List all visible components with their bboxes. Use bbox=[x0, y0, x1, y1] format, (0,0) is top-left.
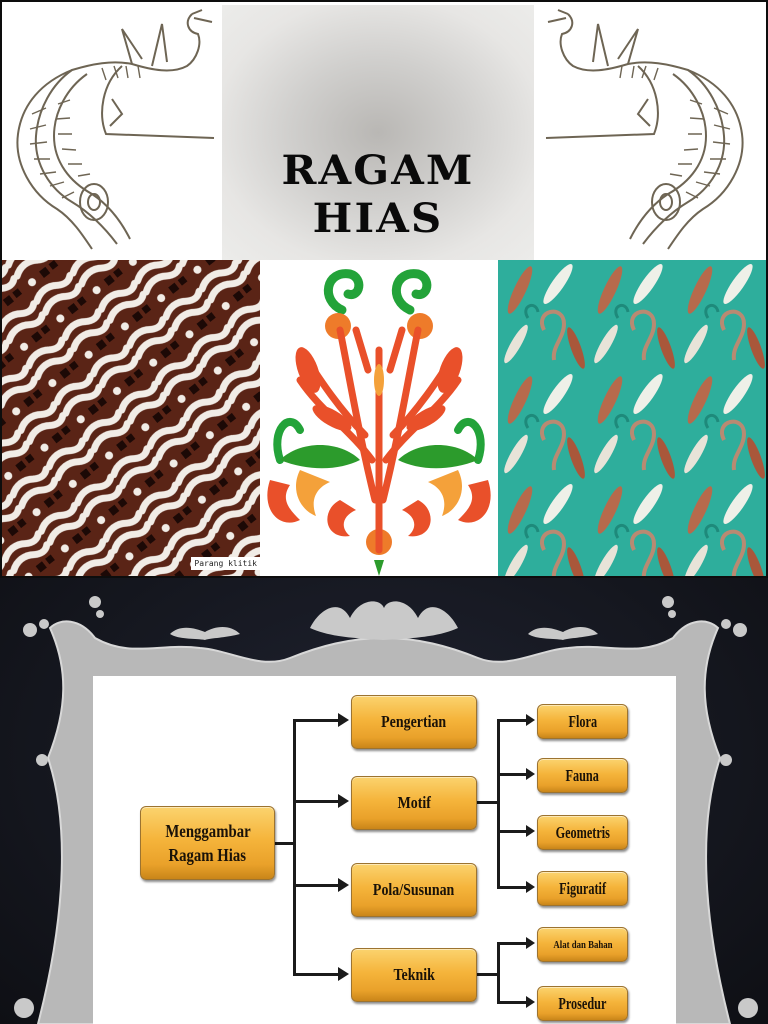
connector-line bbox=[273, 842, 295, 845]
arrow-right-icon bbox=[526, 937, 535, 949]
node-label: Ragam Hias bbox=[168, 845, 247, 865]
peacock-ornament-left-icon bbox=[16, 9, 215, 250]
connector-line bbox=[293, 973, 339, 976]
teal-feather-fabric-image bbox=[498, 260, 766, 576]
connector-line bbox=[497, 719, 500, 889]
node-fauna: Fauna bbox=[537, 758, 628, 793]
arrow-right-icon bbox=[526, 768, 535, 780]
arrow-right-icon bbox=[526, 714, 535, 726]
node-pola-susunan: Pola/Susunan bbox=[351, 863, 477, 917]
connector-line bbox=[474, 801, 498, 804]
node-label: Alat dan Bahan bbox=[552, 938, 613, 951]
connector-line bbox=[497, 942, 527, 945]
title-card: RAGAM HIAS bbox=[222, 5, 534, 260]
connector-line bbox=[497, 719, 527, 722]
connector-line bbox=[293, 800, 339, 803]
title-line-1: RAGAM bbox=[281, 147, 475, 194]
connector-line bbox=[497, 830, 527, 833]
node-label: Teknik bbox=[393, 965, 435, 984]
arrow-right-icon bbox=[338, 878, 349, 892]
node-label: Pola/Susunan bbox=[373, 880, 455, 899]
connector-line bbox=[497, 886, 527, 889]
node-label: Prosedur bbox=[558, 993, 607, 1013]
title-slide: RAGAM HIAS bbox=[0, 0, 768, 578]
arrow-right-icon bbox=[338, 713, 349, 727]
arrow-right-icon bbox=[526, 825, 535, 837]
connector-line bbox=[293, 719, 339, 722]
node-label: Fauna bbox=[565, 765, 600, 785]
arrow-right-icon bbox=[526, 996, 535, 1008]
connector-line bbox=[497, 942, 500, 1004]
node-alat-dan-bahan: Alat dan Bahan bbox=[537, 927, 628, 962]
node-prosedur: Prosedur bbox=[537, 986, 628, 1021]
arrow-right-icon bbox=[526, 881, 535, 893]
node-label: Pengertian bbox=[381, 712, 447, 731]
connector-line bbox=[293, 884, 339, 887]
peacock-ornament-right-icon bbox=[545, 9, 744, 250]
node-label: Flora bbox=[568, 711, 597, 731]
node-pengertian: Pengertian bbox=[351, 695, 477, 749]
connector-line bbox=[474, 973, 498, 976]
connector-line bbox=[497, 773, 527, 776]
connector-line bbox=[293, 719, 296, 976]
batik-parang-klitik-image: Parang klitik bbox=[2, 260, 260, 576]
node-label: Figuratif bbox=[559, 878, 606, 898]
slide-title: RAGAM HIAS bbox=[214, 147, 542, 243]
arrow-right-icon bbox=[338, 794, 349, 808]
node-teknik: Teknik bbox=[351, 948, 477, 1002]
arrow-right-icon bbox=[338, 967, 349, 981]
diagram-slide: Menggambar Ragam Hias Pengertian Motif P… bbox=[0, 578, 768, 1024]
node-motif: Motif bbox=[351, 776, 477, 830]
node-label: Motif bbox=[397, 793, 431, 812]
image-caption: Parang klitik bbox=[191, 557, 260, 570]
node-flora: Flora bbox=[537, 704, 628, 739]
node-root-menggambar-ragam-hias: Menggambar Ragam Hias bbox=[140, 806, 275, 880]
node-geometris: Geometris bbox=[537, 815, 628, 850]
floral-embroidery-image bbox=[260, 260, 498, 576]
node-label: Geometris bbox=[555, 822, 610, 842]
node-figuratif: Figuratif bbox=[537, 871, 628, 906]
node-label: Menggambar bbox=[164, 821, 251, 841]
title-line-2: HIAS bbox=[312, 195, 444, 242]
connector-line bbox=[497, 1001, 527, 1004]
